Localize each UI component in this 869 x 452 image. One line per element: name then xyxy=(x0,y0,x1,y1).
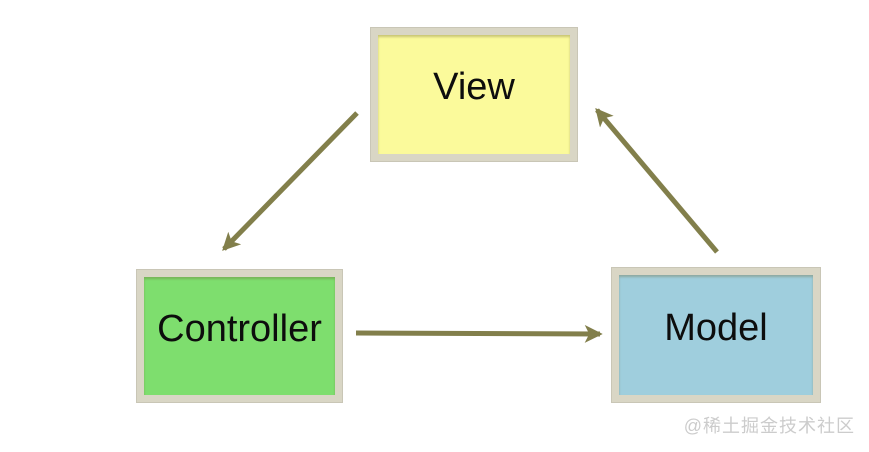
node-controller: Controller xyxy=(137,270,342,402)
node-model: Model xyxy=(612,268,820,402)
node-model-label: Model xyxy=(664,306,768,349)
node-controller-label: Controller xyxy=(157,307,322,350)
node-view-label: View xyxy=(433,66,515,108)
arrow-view-to-controller xyxy=(222,111,359,251)
arrow-controller-to-model xyxy=(355,324,603,343)
node-view: View xyxy=(371,28,577,161)
watermark: @稀土掘金技术社区 xyxy=(683,416,855,436)
arrow-model-to-view xyxy=(595,107,719,254)
